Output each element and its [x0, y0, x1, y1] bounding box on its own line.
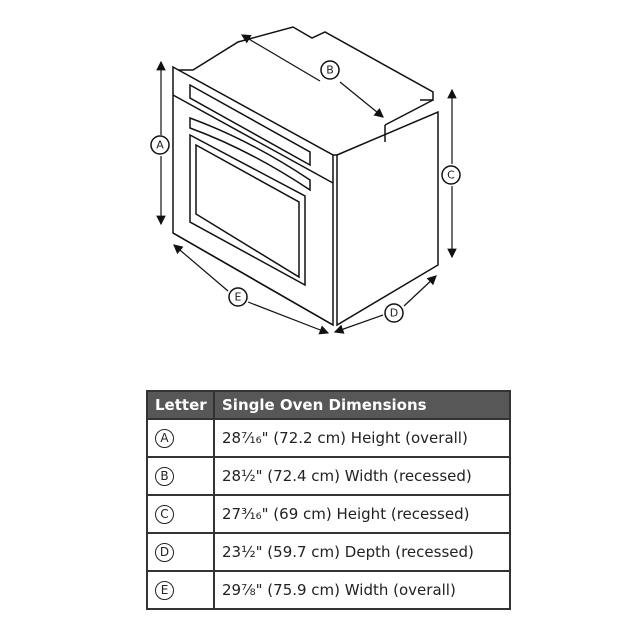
table-row: B 28½" (72.4 cm) Width (recessed)	[146, 456, 511, 496]
svg-text:E: E	[235, 291, 242, 304]
letter-badge: B	[155, 467, 174, 486]
dimension-text: 29⅞" (75.9 cm) Width (overall)	[213, 570, 511, 610]
svg-text:D: D	[390, 307, 398, 320]
letter-badge: D	[155, 543, 174, 562]
table-row: A 28⁷⁄₁₆" (72.2 cm) Height (overall)	[146, 418, 511, 458]
dimension-text: 28½" (72.4 cm) Width (recessed)	[213, 456, 511, 496]
svg-text:A: A	[156, 139, 164, 152]
oven-outline	[172, 26, 439, 327]
header-dimensions: Single Oven Dimensions	[213, 390, 511, 420]
header-letter: Letter	[146, 390, 215, 420]
dimension-text: 23½" (59.7 cm) Depth (recessed)	[213, 532, 511, 572]
dimension-text: 27³⁄₁₆" (69 cm) Height (recessed)	[213, 494, 511, 534]
dimension-text: 28⁷⁄₁₆" (72.2 cm) Height (overall)	[213, 418, 511, 458]
letter-badge: E	[155, 581, 174, 600]
svg-text:B: B	[326, 64, 334, 77]
oven-dimension-diagram: A B C D E	[150, 26, 461, 335]
table-row: E 29⅞" (75.9 cm) Width (overall)	[146, 570, 511, 610]
dimension-labels: A B C D E	[150, 60, 461, 323]
table-header: Letter Single Oven Dimensions	[146, 390, 511, 420]
letter-badge: A	[155, 429, 174, 448]
dimension-lines	[156, 34, 457, 335]
letter-badge: C	[155, 505, 174, 524]
table-row: C 27³⁄₁₆" (69 cm) Height (recessed)	[146, 494, 511, 534]
table-row: D 23½" (59.7 cm) Depth (recessed)	[146, 532, 511, 572]
dimensions-table: Letter Single Oven Dimensions A 28⁷⁄₁₆" (…	[146, 390, 511, 610]
svg-text:C: C	[447, 169, 455, 182]
